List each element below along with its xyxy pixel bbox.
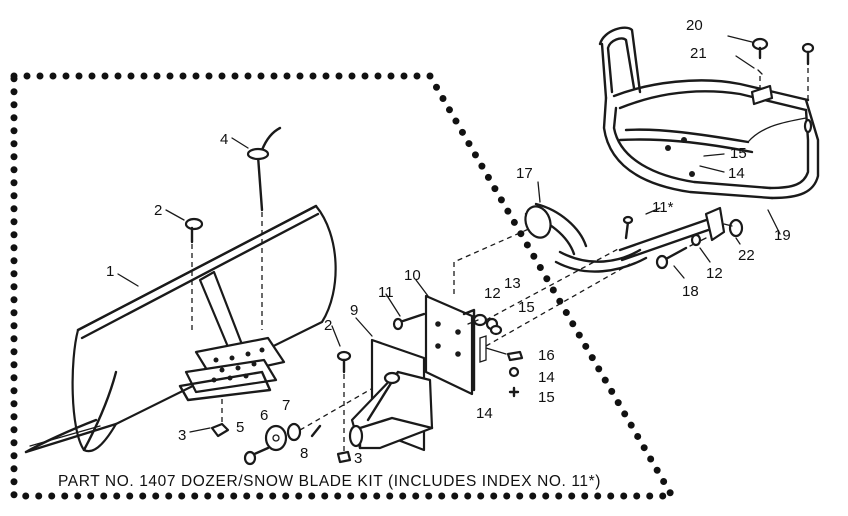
callout-8: 8 [300, 445, 308, 462]
leader-lines [117, 35, 781, 433]
callout-3-lower: 3 [354, 450, 362, 467]
callout-13: 13 [504, 275, 521, 292]
pivot-hardware [243, 383, 381, 466]
blade-nut [210, 396, 230, 438]
callout-14-lower: 14 [538, 369, 555, 386]
callout-14-frame: 14 [728, 165, 745, 182]
callout-17: 17 [516, 165, 533, 182]
callout-16: 16 [538, 347, 555, 364]
mount-bolt [392, 312, 426, 331]
frame-bolts [751, 37, 815, 100]
callout-11: 11 [378, 284, 394, 301]
mount-plate [424, 294, 487, 396]
tractor-frame [598, 26, 820, 200]
callout-labels: 1 2 4 3 5 6 7 8 2 3 9 10 11 12 13 15 14 … [106, 17, 791, 467]
callout-15-lower: 15 [538, 389, 555, 406]
mount-hardware [467, 313, 503, 336]
push-frame [348, 338, 434, 452]
callout-1: 1 [106, 263, 114, 280]
tow-bracket [704, 206, 744, 242]
callout-2-lower: 2 [324, 317, 332, 334]
callout-19: 19 [774, 227, 791, 244]
callout-2: 2 [154, 202, 162, 219]
lift-rod [246, 126, 282, 330]
callout-6: 6 [260, 407, 268, 424]
hitch-alignment-line-3 [485, 263, 631, 347]
callout-11-star: 11* [652, 199, 674, 216]
hitch-pin [310, 424, 322, 438]
callout-20: 20 [686, 17, 703, 34]
callout-5: 5 [236, 419, 244, 436]
dozer-blade [24, 204, 337, 454]
push-frame-bolt [336, 350, 352, 464]
callout-9: 9 [350, 302, 358, 319]
callout-12-hitch: 12 [706, 265, 723, 282]
hitch-bar [524, 202, 716, 273]
kit-caption: PART NO. 1407 DOZER/SNOW BLADE KIT (INCL… [58, 473, 601, 490]
callout-14-mount: 14 [476, 405, 493, 422]
hitch-alignment-line-2 [485, 247, 621, 321]
kit-boundary-border [10, 72, 679, 500]
drawbar-pin [655, 233, 707, 270]
callout-21: 21 [690, 45, 707, 62]
callout-4: 4 [220, 131, 228, 148]
callout-12-mount: 12 [484, 285, 501, 302]
blade-brace [178, 270, 286, 402]
hitch-pin-star [622, 215, 634, 240]
blade-bolt [184, 217, 204, 330]
hitch-alignment-line [453, 223, 541, 294]
callout-15-mount: 15 [518, 299, 535, 316]
lower-fasteners [485, 347, 524, 398]
callout-7: 7 [282, 397, 290, 414]
callout-22: 22 [738, 247, 755, 264]
callout-3: 3 [178, 427, 186, 444]
callout-18: 18 [682, 283, 699, 300]
callout-15-frame: 15 [730, 145, 747, 162]
callout-10: 10 [404, 267, 421, 284]
